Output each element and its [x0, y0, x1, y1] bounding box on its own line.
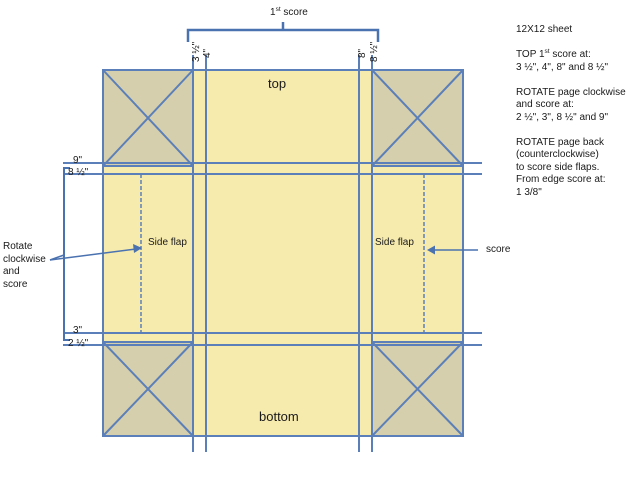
x-mark-line — [371, 341, 464, 437]
side-flap-left-label: Side flap — [148, 237, 187, 248]
x-mark-line — [102, 69, 194, 167]
tick-label-4: 4" — [202, 48, 213, 58]
rotate-arrow-head — [133, 244, 142, 253]
corner-x-marks — [102, 69, 464, 437]
x-mark-line — [371, 69, 464, 167]
rotate-label-line: score — [3, 278, 28, 290]
tick-label-8-5-left: 8 ½" — [68, 167, 89, 178]
tick-label-9: 9" — [73, 155, 83, 166]
left-rotate-brace — [63, 167, 70, 341]
top-score-brace — [186, 28, 380, 42]
horizontal-score-lines — [63, 162, 482, 346]
rotate-clockwise-label: Rotate clockwise and score — [3, 241, 46, 291]
vertical-score-lines — [192, 55, 373, 452]
rotate-label-line: clockwise — [3, 253, 46, 265]
tick-label-3-5: 3 ½" — [191, 41, 202, 62]
instructions-panel: 12X12 sheet TOP 1st score at: 3 ½", 4", … — [516, 24, 636, 212]
score-label: score — [486, 244, 511, 255]
bottom-panel-label: bottom — [259, 409, 299, 424]
tick-label-3-left: 3" — [73, 325, 83, 336]
side-flap-right-label: Side flap — [375, 237, 414, 248]
top-panel-label: top — [268, 76, 287, 91]
tick-label-2-5-left: 2 ½" — [68, 338, 89, 349]
rotate-arrow-line — [49, 248, 137, 261]
rotate-label-line: Rotate — [3, 241, 33, 252]
first-score-label: 1st score — [270, 6, 308, 18]
side-flap-dashed-lines — [140, 174, 425, 333]
tick-label-8: 8" — [357, 48, 368, 58]
instruction-step-3: ROTATE page back (counterclockwise) to s… — [516, 136, 606, 198]
sheet-size-text: 12X12 sheet — [516, 24, 573, 35]
instruction-step-2: ROTATE page clockwise and score at: 2 ½"… — [516, 86, 626, 123]
rotate-label-line: and — [3, 266, 20, 277]
instruction-step-1: TOP 1st score at: 3 ½", 4", 8" and 8 ½" — [516, 48, 609, 73]
tick-label-8-5: 8 ½" — [369, 41, 380, 62]
score-arrow-head — [427, 245, 435, 255]
x-mark-line — [102, 341, 194, 437]
